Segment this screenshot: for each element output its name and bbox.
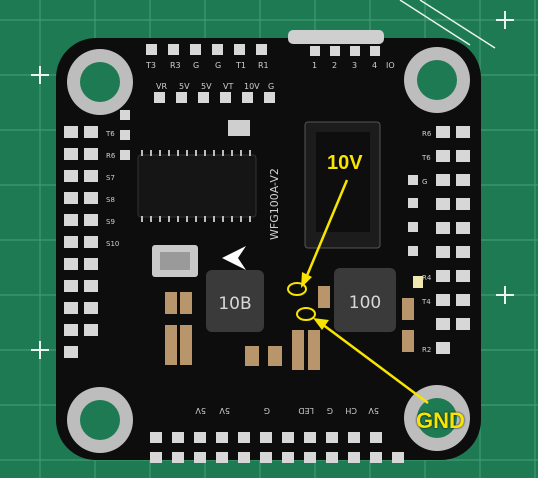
bottom-label-7: 5V [368,406,379,415]
bottom-label-6: CH [345,406,357,415]
bottom-label-1: 5V [195,406,206,415]
top-row2-label-6: G [268,82,274,91]
top-header-label-6: R1 [258,61,269,70]
left-label-3: S7 [106,174,115,182]
left-label-1: T6 [105,130,115,138]
left-label-4: S8 [106,196,115,204]
right-label-3: G [422,178,427,186]
left-label-6: S10 [106,240,119,248]
gnd-pad-highlight [296,307,316,321]
inductor-left [206,270,264,332]
inductor-left-label: 10B [218,294,251,314]
10v-pad-highlight [287,282,307,296]
top-header-label-11: IO [386,61,395,70]
mounting-hole-top-right [404,47,470,113]
top-row2-label-5: 10V [244,82,260,91]
top-header-label-2: R3 [170,61,181,70]
left-label-2: R6 [106,152,116,160]
mat-plus-marks [31,0,514,359]
10v-arrow [304,179,349,279]
top-row2-label-4: VT [223,82,233,91]
top-pad-row [146,44,380,103]
ic-pins [141,150,251,222]
top-header-label-4: G [215,61,221,70]
bottom-label-4: LED [298,406,314,415]
main-ic-chip [137,154,257,218]
usb-connector [288,30,384,44]
right-label-1: R6 [422,130,432,138]
bottom-label-3: G [264,406,270,415]
inductor-right-label: 100 [349,293,381,313]
top-header-label-10: 4 [372,61,377,70]
gnd-arrow [321,322,429,405]
left-pad-column [64,110,130,358]
callout-10v-label: 10V [327,152,363,174]
top-row2-label-3: 5V [201,82,212,91]
direction-arrow-icon [222,246,246,270]
top-row2-label-1: VR [156,82,167,91]
top-header-label-8: 2 [332,61,337,70]
right-pad-column [408,126,470,354]
top-header-label-3: G [193,61,199,70]
callout-gnd-label: GND [416,408,465,433]
right-label-5: T4 [421,298,431,306]
top-header-label-5: T1 [235,61,246,70]
sensor-chip [228,120,250,136]
inductor-right [334,268,396,332]
silkscreen-model: WFG100A-V2 [268,168,281,240]
right-label-2: T6 [421,154,431,162]
top-header-label-7: 1 [312,61,317,70]
left-label-5: S9 [106,218,115,226]
bottom-pad-row [150,432,404,463]
right-label-6: R2 [422,346,431,354]
mounting-hole-bottom-left [67,387,133,453]
top-row2-label-2: 5V [179,82,190,91]
bottom-label-2: 5V [219,406,230,415]
mounting-hole-bottom-right [404,385,470,451]
top-header-label-1: T3 [145,61,156,70]
top-header-label-9: 3 [352,61,357,70]
mounting-hole-top-left [67,49,133,115]
sd-card-inner [316,132,370,232]
passive-components [165,286,414,370]
gnd-arrowhead-icon [313,318,329,330]
bottom-label-5: G [327,406,333,415]
status-led [413,276,423,288]
right-label-4: R4 [422,274,432,282]
10v-arrowhead-icon [301,272,312,288]
